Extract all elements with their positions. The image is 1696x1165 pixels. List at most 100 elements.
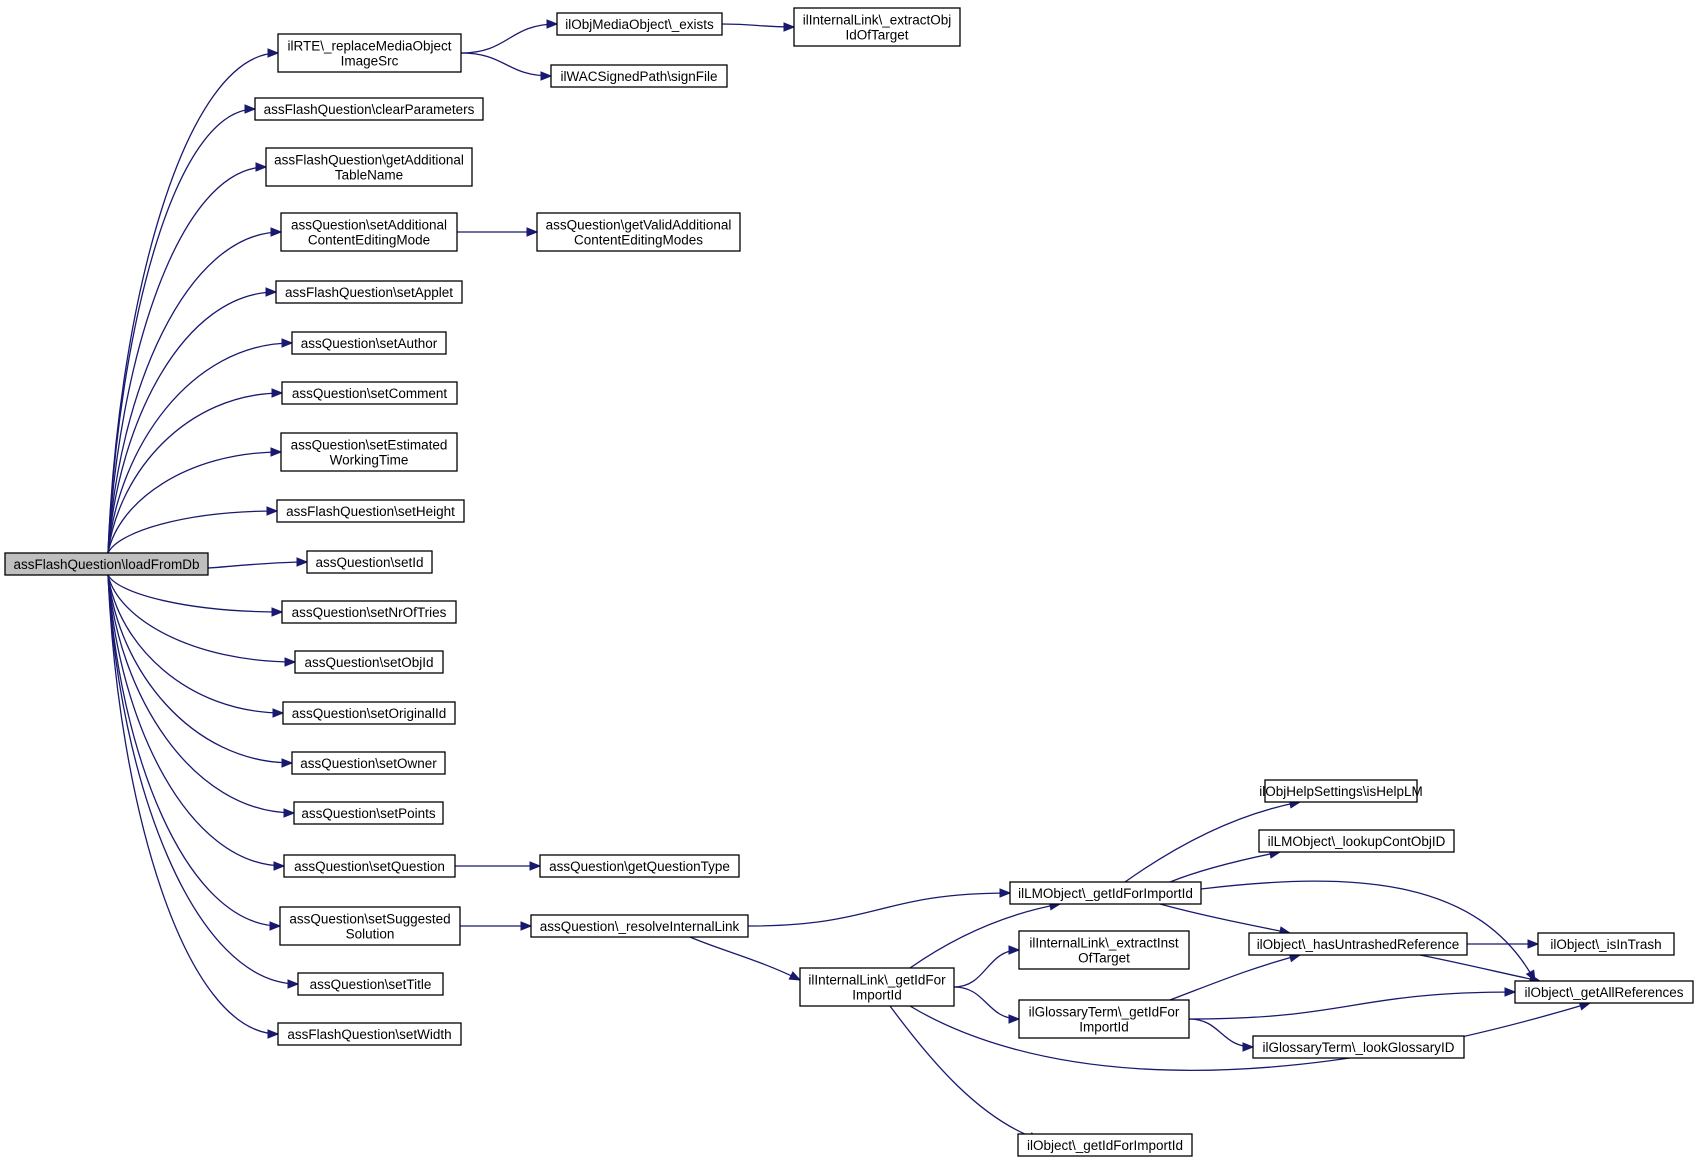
edge-line [909,903,1061,969]
node-ilobject-isintrash[interactable]: ilObject\_isInTrash [1537,932,1675,956]
node-box[interactable] [281,600,457,624]
node-box[interactable] [280,212,458,252]
edge-n23-n32 [689,936,802,981]
edge-root-n18 [107,574,294,768]
node-assflashquestion-loadfromdb[interactable]: assFlashQuestion\loadFromDb [4,552,209,576]
node-box[interactable] [282,701,456,725]
edge-arrowhead [271,388,284,398]
node-ilinternallink-getidforimportid[interactable]: ilInternalLink\_getIdForImportId [799,967,955,1007]
node-assflashquestion-setheight[interactable]: assFlashQuestion\setHeight [276,499,465,523]
node-box[interactable] [279,906,461,946]
node-box[interactable] [530,914,749,938]
node-box[interactable] [306,550,433,574]
node-box[interactable] [265,147,473,187]
node-box[interactable] [277,33,462,73]
node-label: ilObject\_isInTrash [1550,937,1661,952]
node-box[interactable] [550,64,728,88]
node-label: ilInternalLink\_extractObj [803,13,952,28]
node-ilglossaryterm-getidforimportid[interactable]: ilGlossaryTerm\_getIdForImportId [1018,999,1190,1039]
node-box[interactable] [275,280,463,304]
node-box[interactable] [1514,980,1694,1004]
node-assflashquestion-setapplet[interactable]: assFlashQuestion\setApplet [275,280,463,304]
node-assquestion-setauthor[interactable]: assQuestion\setAuthor [291,331,447,355]
node-assquestion-getvalidadditionalcontenteditingmodes[interactable]: assQuestion\getValidAdditionalContentEdi… [536,212,741,252]
edge-n26-n28 [1169,849,1282,883]
edge-line [107,574,296,663]
node-ilobject-hasuntrashedreference[interactable]: ilObject\_hasUntrashedReference [1248,932,1468,956]
edge-root-n24 [107,574,300,989]
node-assquestion-setowner[interactable]: assQuestion\setOwner [291,751,446,775]
edge-root-n17 [107,574,285,718]
node-assquestion-getquestiontype[interactable]: assQuestion\getQuestionType [539,854,740,878]
node-box[interactable] [297,972,444,996]
node-box[interactable] [4,552,209,576]
node-box[interactable] [283,854,456,878]
node-box[interactable] [294,650,444,674]
edge-arrowhead [281,338,294,348]
node-label: assQuestion\setAuthor [301,336,438,351]
node-box[interactable] [556,12,723,36]
node-label: assQuestion\setOwner [300,756,437,771]
node-box[interactable] [280,432,458,472]
node-assquestion-resolveinternallink[interactable]: assQuestion\_resolveInternalLink [530,914,749,938]
node-assquestion-setnroftries[interactable]: assQuestion\setNrOfTries [281,600,457,624]
node-label: ilObject\_getIdForImportId [1027,1138,1183,1153]
node-assquestion-setpoints[interactable]: assQuestion\setPoints [293,801,444,825]
edge-arrowhead [540,71,553,81]
node-assflashquestion-clearparameters[interactable]: assFlashQuestion\clearParameters [254,97,484,121]
node-assquestion-settitle[interactable]: assQuestion\setTitle [297,972,444,996]
node-box[interactable] [1537,932,1675,956]
node-box[interactable] [254,97,484,121]
node-box[interactable] [276,499,465,523]
node-illmobject-lookupcontobjid[interactable]: ilLMObject\_lookupContObjID [1258,829,1455,853]
node-box[interactable] [281,381,458,405]
node-box[interactable] [1248,932,1468,956]
node-label: assQuestion\getValidAdditional [546,218,732,233]
edge-line [107,574,284,714]
node-box[interactable] [1258,829,1455,853]
node-box[interactable] [291,331,447,355]
node-assquestion-setquestion[interactable]: assQuestion\setQuestion [283,854,456,878]
node-assflashquestion-setwidth[interactable]: assFlashQuestion\setWidth [277,1022,462,1046]
node-box[interactable] [291,751,446,775]
node-assquestion-setoriginalid[interactable]: assQuestion\setOriginalId [282,701,456,725]
node-illmobject-getidforimportid[interactable]: ilLMObject\_getIdForImportId [1009,881,1202,905]
node-box[interactable] [1018,999,1190,1039]
node-ilobjhelpsettings-ishelplm[interactable]: ilObjHelpSettings\isHelpLM [1259,779,1423,803]
edge-n26-n31 [1200,880,1536,983]
node-box[interactable] [293,801,444,825]
node-box[interactable] [799,967,955,1007]
node-box[interactable] [1252,1035,1465,1059]
edge-arrowhead [520,921,533,931]
edge-arrowhead [265,287,278,297]
node-ilwacsignedpath-signfile[interactable]: ilWACSignedPath\signFile [550,64,728,88]
node-ilglossaryterm-lookglossaryid[interactable]: ilGlossaryTerm\_lookGlossaryID [1252,1035,1465,1059]
node-box[interactable] [277,1022,462,1046]
edge-arrowhead [273,861,286,871]
node-assquestion-setcomment[interactable]: assQuestion\setComment [281,381,458,405]
node-assquestion-setadditionalcontenteditingmode[interactable]: assQuestion\setAdditionalContentEditingM… [280,212,458,252]
node-ilobject-getidforimportid[interactable]: ilObject\_getIdForImportId [1017,1133,1193,1157]
node-box[interactable] [793,7,961,47]
node-box[interactable] [1264,779,1418,803]
node-ilobjmediaobject-exists[interactable]: ilObjMediaObject\_exists [556,12,723,36]
edge-n1-n2 [460,19,559,54]
edge-root-n14 [196,557,309,570]
node-box[interactable] [536,212,741,252]
node-box[interactable] [1009,881,1202,905]
node-assquestion-setobjid[interactable]: assQuestion\setObjId [294,650,444,674]
node-label: assFlashQuestion\loadFromDb [13,557,199,572]
node-ilobject-getallreferences[interactable]: ilObject\_getAllReferences [1514,980,1694,1004]
node-label: assFlashQuestion\clearParameters [264,102,475,117]
node-assquestion-setid[interactable]: assQuestion\setId [306,550,433,574]
node-box[interactable] [1017,1133,1193,1157]
node-box[interactable] [539,854,740,878]
node-box[interactable] [1018,930,1190,970]
edge-arrowhead [783,22,796,32]
